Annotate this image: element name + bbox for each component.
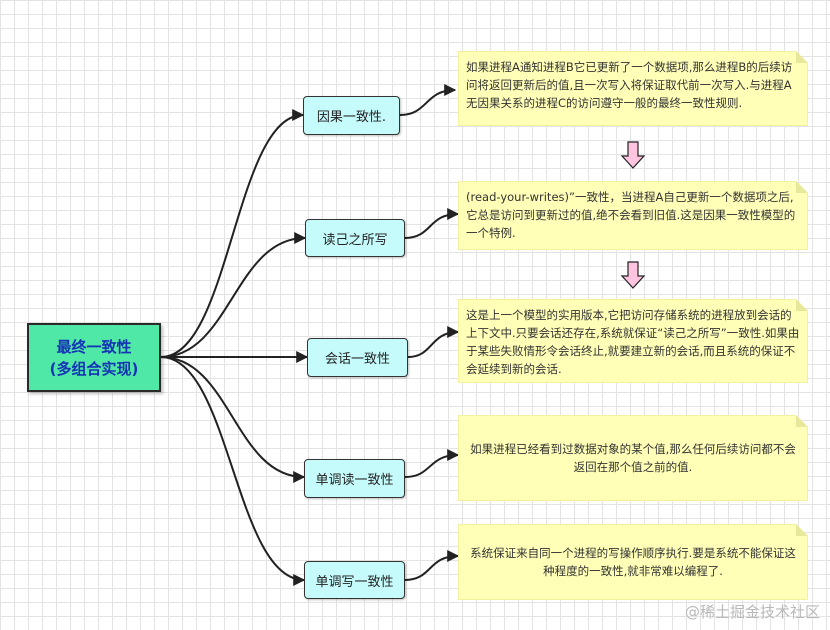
connector-root-ryw [160, 232, 307, 358]
root-subtitle: (多组合实现) [49, 359, 139, 378]
connector-monoread-note [404, 449, 460, 478]
note-causal: 如果进程A通知进程B它已更新了一个数据项,那么进程B的后续访问将返回更新后的值,… [458, 51, 808, 126]
root-title: 最终一致性 [56, 337, 132, 356]
root-node[interactable]: 最终一致性 (多组合实现) [27, 323, 161, 392]
note-read-your-writes-text: (read-your-writes)”一致性，当进程A自己更新一个数据项之后,它… [466, 190, 796, 240]
connector-root-monoread [160, 356, 306, 483]
connector-root-monowrite [160, 356, 306, 586]
connector-ryw-note [404, 208, 460, 239]
note-session: 这是上一个模型的实用版本,它把访问存储系统的进程放到会话的上下文中.只要会话还存… [458, 299, 808, 383]
down-arrow-2 [620, 261, 646, 289]
down-arrow-1 [620, 141, 646, 169]
note-monotonic-write: 系统保证来自同一个进程的写操作顺序执行.要是系统不能保证这种程度的一致性,就非常… [458, 524, 808, 600]
note-read-your-writes: (read-your-writes)”一致性，当进程A自己更新一个数据项之后,它… [458, 181, 808, 250]
branch-node-monotonic-write[interactable]: 单调写一致性 [304, 561, 405, 599]
watermark: @稀土掘金技术社区 [684, 603, 820, 621]
note-session-text: 这是上一个模型的实用版本,它把访问存储系统的进程放到会话的上下文中.只要会话还存… [466, 308, 800, 376]
connector-causal-note [399, 84, 457, 116]
branch-node-read-your-writes[interactable]: 读己之所写 [305, 219, 405, 257]
connector-session-note [407, 326, 460, 358]
connector-root-causal [160, 109, 305, 358]
note-monotonic-read: 如果进程已经看到过数据对象的某个值,那么任何后续访问都不会返回在那个值之前的值. [458, 415, 808, 501]
branch-node-causal[interactable]: 因果一致性. [303, 96, 400, 135]
branch-node-monotonic-read[interactable]: 单调读一致性 [304, 459, 405, 498]
branch-node-session[interactable]: 会话一致性 [307, 338, 408, 377]
note-monotonic-read-text: 如果进程已经看到过数据对象的某个值,那么任何后续访问都不会返回在那个值之前的值. [470, 442, 796, 474]
connector-monowrite-note [404, 550, 460, 581]
note-monotonic-write-text: 系统保证来自同一个进程的写操作顺序执行.要是系统不能保证这种程度的一致性,就非常… [470, 546, 796, 578]
note-causal-text: 如果进程A通知进程B它已更新了一个数据项,那么进程B的后续访问将返回更新后的值,… [466, 60, 793, 110]
